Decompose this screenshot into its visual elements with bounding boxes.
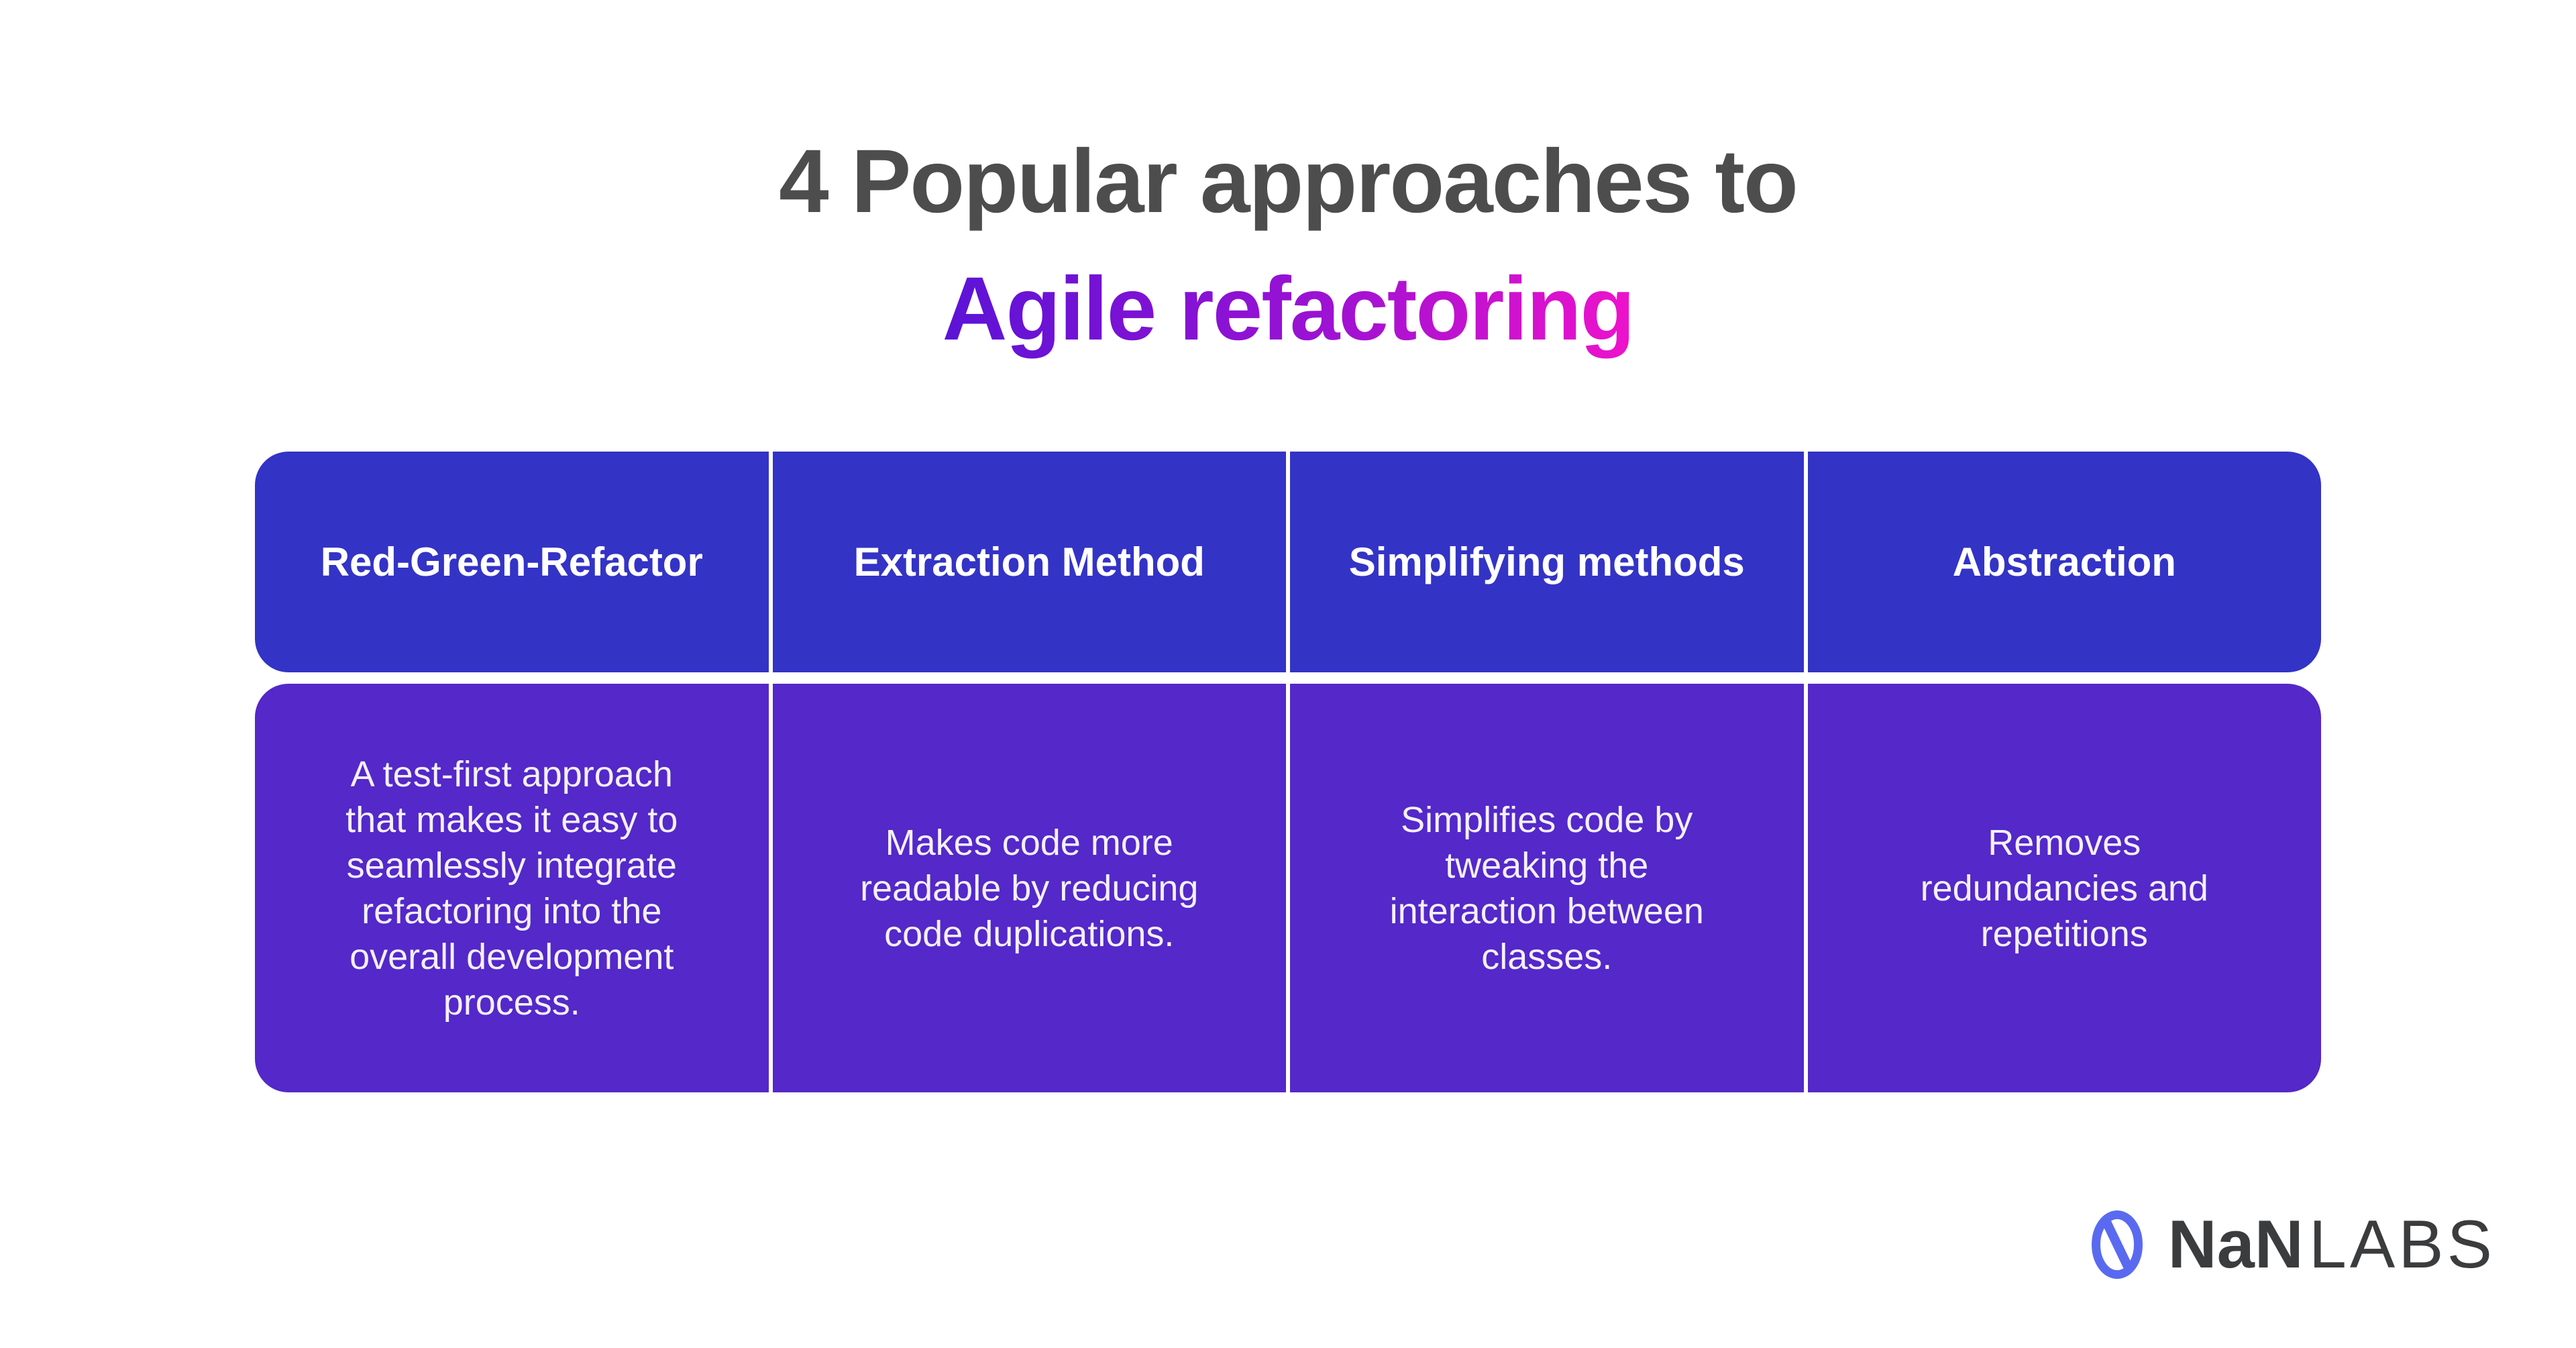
table-cell-abstraction-description: Removes redundancies and repetitions <box>1807 684 2321 1092</box>
nanlabs-wordmark-nan: NaN <box>2167 1207 2304 1282</box>
nanlabs-wordmark-labs: LABS <box>2308 1207 2496 1282</box>
page-title-line-1: 4 Popular approaches to <box>779 132 1799 231</box>
table-cell-extraction-method-description: Makes code more readable by reducing cod… <box>772 684 1286 1092</box>
nanlabs-wordmark: NaNLABS <box>2168 1208 2496 1282</box>
nanlabs-logo: NaNLABS <box>2091 1208 2496 1282</box>
table-header-extraction-method: Extraction Method <box>772 452 1286 672</box>
title-block: 4 Popular approaches to Agile refactorin… <box>0 118 2576 373</box>
approaches-table: Red-Green-Refactor Extraction Method Sim… <box>255 452 2321 1092</box>
table-cell-simplifying-methods-description: Simplifies code by tweaking the interact… <box>1290 684 1804 1092</box>
table-header-row: Red-Green-Refactor Extraction Method Sim… <box>255 452 2321 672</box>
nanlabs-n-ellipse-icon <box>2091 1210 2143 1279</box>
page-title-gradient-text: Agile refactoring <box>943 246 1635 373</box>
table-header-red-green-refactor: Red-Green-Refactor <box>255 452 769 672</box>
table-body-row: A test-first approach that makes it easy… <box>255 684 2321 1092</box>
table-header-abstraction: Abstraction <box>1807 452 2321 672</box>
table-cell-red-green-refactor-description: A test-first approach that makes it easy… <box>255 684 769 1092</box>
table-header-simplifying-methods: Simplifying methods <box>1290 452 1804 672</box>
page-title-line-2: Agile refactoring <box>0 246 2576 373</box>
